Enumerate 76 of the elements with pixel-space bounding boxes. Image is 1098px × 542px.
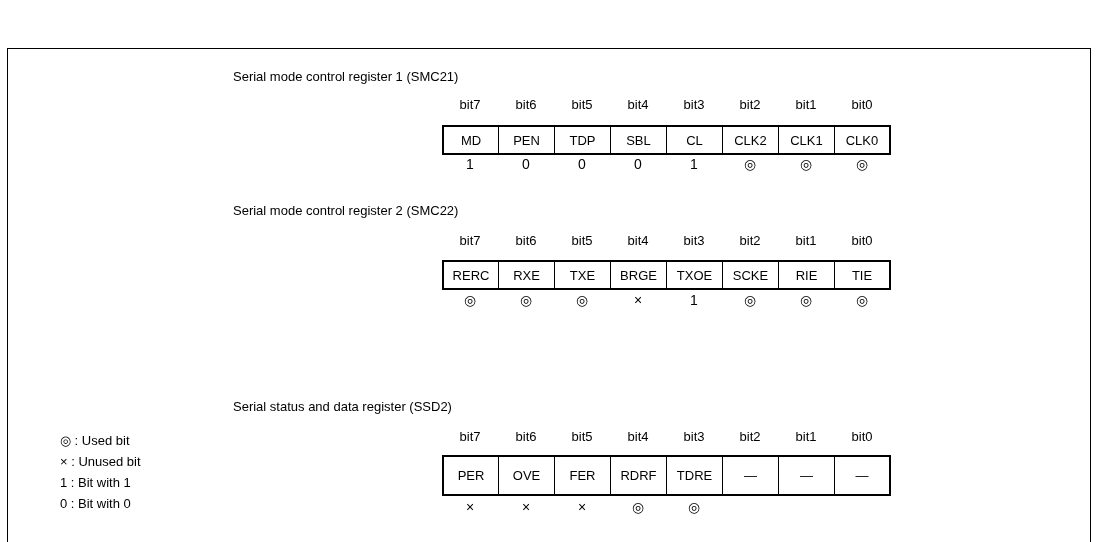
register-bit-cell: —	[778, 455, 835, 496]
register-bit-cell: TDRE	[666, 455, 723, 496]
register-bit-cell: RIE	[778, 260, 835, 290]
register-title: Serial mode control register 1 (SMC21)	[233, 70, 459, 83]
bit-value: ◎	[799, 157, 813, 171]
register-title: Serial mode control register 2 (SMC22)	[233, 204, 459, 217]
bit-number: bit0	[850, 430, 874, 443]
register-bit-cell: —	[834, 455, 891, 496]
register-bit-cell: PER	[442, 455, 499, 496]
register-bit-cell: SCKE	[722, 260, 779, 290]
register-bit-cell: TDP	[554, 125, 611, 155]
bit-number: bit5	[570, 234, 594, 247]
bit-value: 0	[577, 157, 587, 171]
bit-value: ◎	[743, 293, 757, 307]
bit-number: bit1	[794, 98, 818, 111]
legend-entry: 0 : Bit with 0	[60, 497, 131, 510]
bit-value: ◎	[687, 500, 701, 514]
register-bit-cell: CLK0	[834, 125, 891, 155]
bit-value: 0	[521, 157, 531, 171]
bit-number: bit1	[794, 430, 818, 443]
register-bit-cell: RERC	[442, 260, 499, 290]
bit-value: ×	[632, 293, 644, 307]
bit-number: bit6	[514, 234, 538, 247]
bit-number: bit4	[626, 98, 650, 111]
bit-number: bit5	[570, 98, 594, 111]
bit-value: 1	[689, 293, 699, 307]
legend-entry: 1 : Bit with 1	[60, 476, 131, 489]
register-bit-cell: OVE	[498, 455, 555, 496]
register-bit-cell: TIE	[834, 260, 891, 290]
register-bit-cell: CL	[666, 125, 723, 155]
register-bit-cell: FER	[554, 455, 611, 496]
legend-entry: × : Unused bit	[60, 455, 141, 468]
bit-value: ◎	[799, 293, 813, 307]
register-bit-cell: SBL	[610, 125, 667, 155]
register-bit-cell: MD	[442, 125, 499, 155]
register-bit-cell: RDRF	[610, 455, 667, 496]
bit-value: 0	[633, 157, 643, 171]
bit-value: ◎	[855, 293, 869, 307]
bit-number: bit3	[682, 430, 706, 443]
bit-number: bit6	[514, 98, 538, 111]
bit-number: bit5	[570, 430, 594, 443]
bit-number: bit2	[738, 98, 762, 111]
register-bit-cell: CLK2	[722, 125, 779, 155]
bit-number: bit2	[738, 234, 762, 247]
bit-number: bit4	[626, 234, 650, 247]
register-bit-cell: CLK1	[778, 125, 835, 155]
register-bit-cell: RXE	[498, 260, 555, 290]
bit-value: ◎	[575, 293, 589, 307]
bit-value: ◎	[463, 293, 477, 307]
bit-value: 1	[689, 157, 699, 171]
bit-number: bit3	[682, 234, 706, 247]
bit-value: 1	[465, 157, 475, 171]
bit-number: bit7	[458, 234, 482, 247]
bit-value: ×	[576, 500, 588, 514]
bit-value: ◎	[631, 500, 645, 514]
bit-value: ◎	[855, 157, 869, 171]
bit-number: bit6	[514, 430, 538, 443]
register-bit-cell: —	[722, 455, 779, 496]
bit-number: bit1	[794, 234, 818, 247]
legend-entry: ◎ : Used bit	[60, 434, 130, 447]
bit-number: bit4	[626, 430, 650, 443]
register-title: Serial status and data register (SSD2)	[233, 400, 452, 413]
bit-number: bit2	[738, 430, 762, 443]
register-bit-cell: TXE	[554, 260, 611, 290]
bit-value: ◎	[519, 293, 533, 307]
bit-number: bit7	[458, 430, 482, 443]
register-bit-cell: TXOE	[666, 260, 723, 290]
register-bit-cell: PEN	[498, 125, 555, 155]
bit-value: ◎	[743, 157, 757, 171]
register-bit-cell: BRGE	[610, 260, 667, 290]
bit-number: bit0	[850, 234, 874, 247]
bit-value: ×	[520, 500, 532, 514]
bit-value: ×	[464, 500, 476, 514]
bit-number: bit3	[682, 98, 706, 111]
bit-number: bit0	[850, 98, 874, 111]
bit-number: bit7	[458, 98, 482, 111]
